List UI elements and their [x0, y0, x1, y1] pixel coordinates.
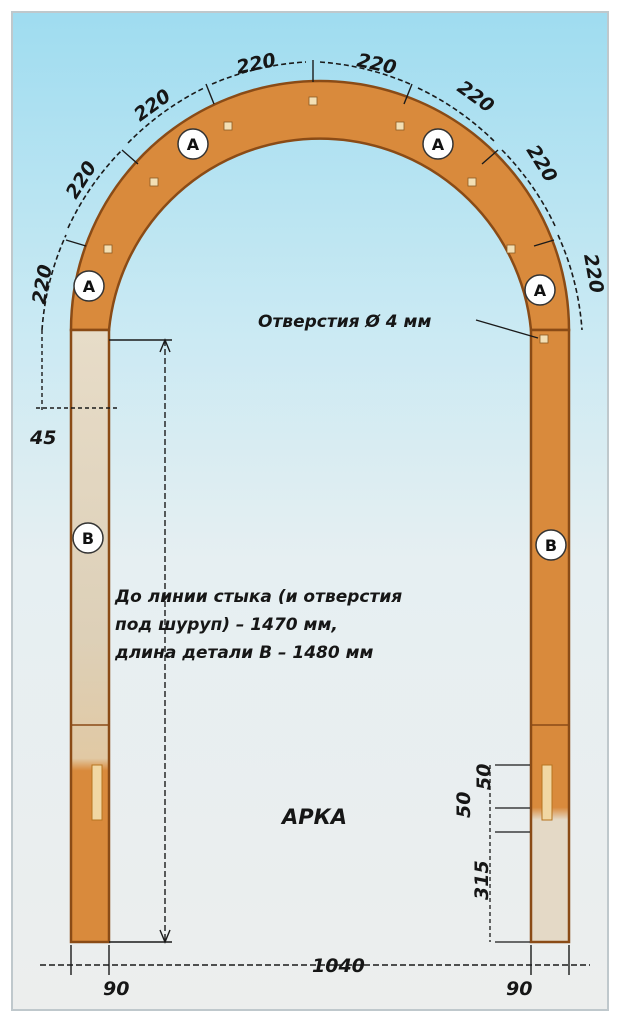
right-vertical-dimensions [489, 764, 530, 943]
marker-a-right-bottom: A [524, 274, 556, 306]
screw-holes [103, 96, 549, 344]
svg-text:длина детали B – 1480 мм: длина детали B – 1480 мм [114, 643, 374, 663]
marker-b-left: B [72, 522, 104, 554]
arch-segment-ticks [65, 60, 555, 247]
arch-segment-dimensions [41, 61, 583, 331]
dim-50-upper: 50 [473, 764, 495, 790]
offset-45-label: 45 [29, 427, 56, 449]
hole-note-leader [475, 319, 539, 339]
dim-90-left: 90 [103, 978, 129, 1000]
marker-a-right-top: A [422, 128, 454, 160]
right-post [529, 328, 571, 944]
marker-a-left-top: A [177, 128, 209, 160]
dim-1040: 1040 [312, 955, 365, 977]
svg-text:под шуруп) – 1470 мм,: под шуруп) – 1470 мм, [115, 615, 338, 635]
dim-90-right: 90 [506, 978, 532, 1000]
bottom-width-dimension [40, 945, 590, 975]
diagram-title: АРКА [280, 805, 347, 829]
marker-a-left-bottom: A [73, 270, 105, 302]
left-post-plate [91, 764, 103, 821]
hole-note: Отверстия Ø 4 мм [258, 312, 431, 332]
svg-text:B: B [545, 536, 557, 555]
svg-text:A: A [187, 135, 200, 154]
right-post-plate [541, 764, 553, 821]
frame-border [11, 11, 609, 1011]
marker-b-right: B [535, 529, 567, 561]
svg-text:A: A [432, 135, 445, 154]
svg-text:A: A [534, 281, 547, 300]
svg-text:B: B [82, 529, 94, 548]
dim-50-lower: 50 [453, 792, 475, 818]
post-height-dimension [109, 338, 172, 944]
left-post [69, 328, 111, 944]
svg-text:A: A [83, 277, 96, 296]
offset-45-dimension [36, 330, 118, 410]
joint-note: До линии стыка (и отверстия под шуруп) –… [114, 587, 402, 663]
svg-text:До линии стыка (и отверстия: До линии стыка (и отверстия [114, 587, 402, 607]
part-markers: A A A A B B [72, 128, 567, 561]
dim-315: 315 [471, 860, 493, 900]
